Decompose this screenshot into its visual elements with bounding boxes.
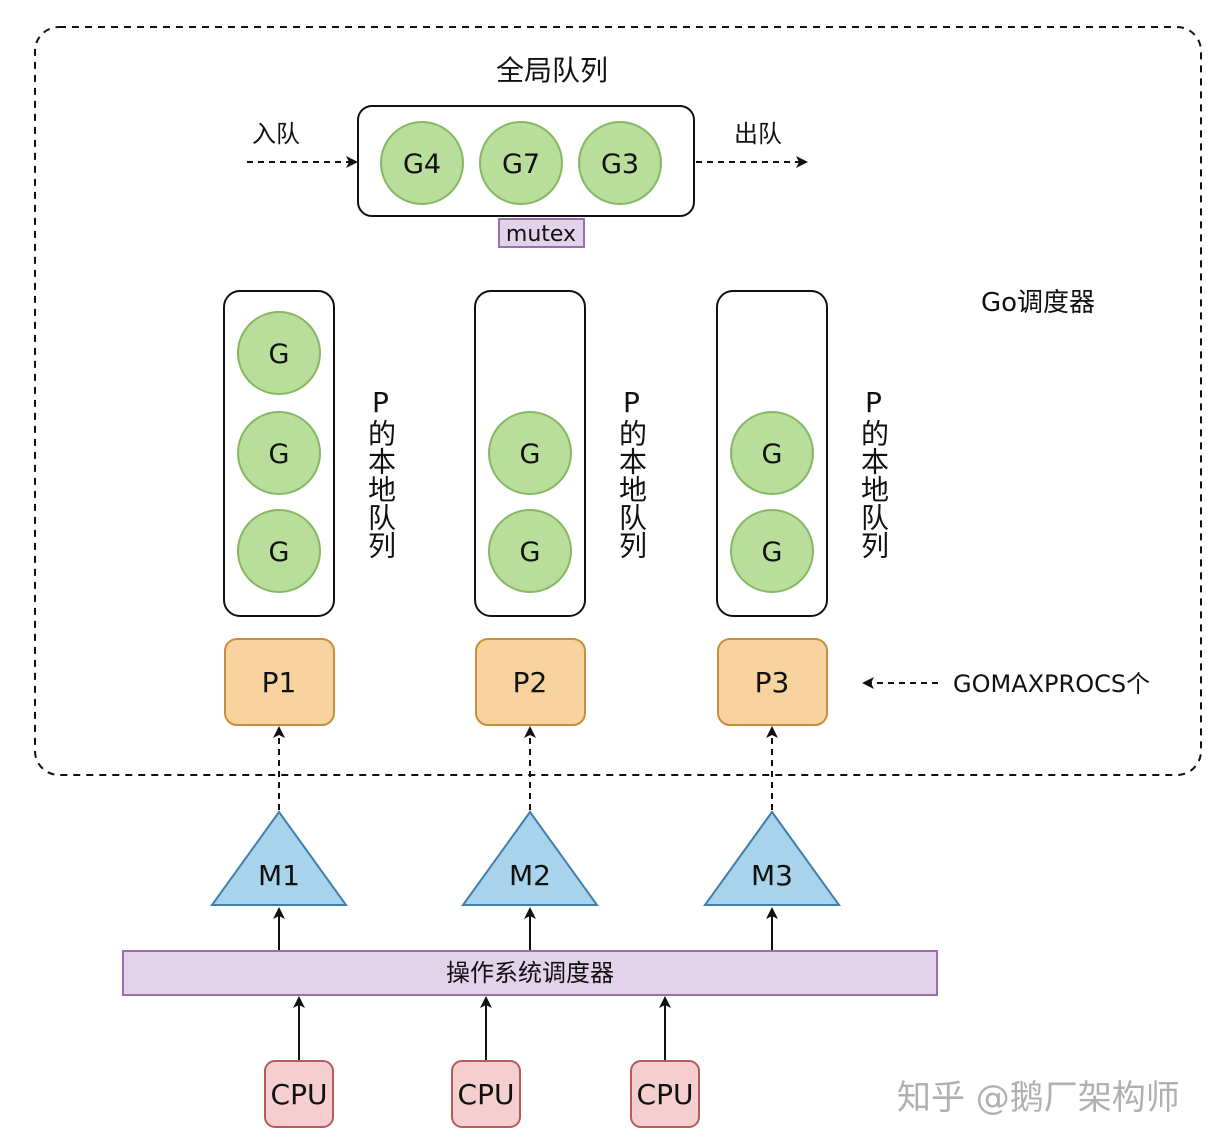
os-scheduler-label: 操作系统调度器 [446, 959, 614, 987]
local-goroutine-1-2-label: G [269, 439, 290, 470]
local-goroutine-2-2 [488, 509, 572, 593]
cpu-1-label: CPU [271, 1078, 328, 1111]
cpu-3 [630, 1060, 700, 1128]
dequeue-label: 出队 [734, 120, 782, 148]
global-goroutine-2 [479, 121, 563, 205]
local-goroutine-3-2-label: G [762, 537, 783, 568]
mutex-box [498, 218, 585, 248]
watermark: 知乎 @鹅厂架构师 [897, 1078, 1180, 1118]
cpu-3-label: CPU [637, 1078, 694, 1111]
global-queue-title: 全局队列 [496, 54, 608, 87]
processor-3 [717, 638, 828, 726]
global-goroutine-3-label: G3 [601, 149, 639, 180]
cpu-2-label: CPU [458, 1078, 515, 1111]
local-goroutine-2-1 [488, 411, 572, 495]
cpu-2 [451, 1060, 521, 1128]
global-goroutine-1 [380, 121, 464, 205]
global-goroutine-3 [578, 121, 662, 205]
processor-1-label: P1 [262, 666, 297, 699]
enqueue-label: 入队 [252, 120, 300, 148]
gomaxprocs-label: GOMAXPROCS个 [953, 670, 1150, 698]
machine-2-label: M2 [509, 859, 551, 892]
go-scheduler-boundary [34, 26, 1202, 776]
cpu-1 [264, 1060, 334, 1128]
local-goroutine-3-2 [730, 509, 814, 593]
local-goroutine-2-1-label: G [520, 439, 541, 470]
local-goroutine-3-1 [730, 411, 814, 495]
global-goroutine-1-label: G4 [403, 149, 441, 180]
machine-2 [461, 810, 599, 906]
machine-1-label: M1 [258, 859, 300, 892]
machine-1 [210, 810, 348, 906]
local-queue-label-3: P的本地队列 [857, 386, 890, 559]
local-goroutine-1-3-label: G [269, 537, 290, 568]
local-goroutine-1-1 [237, 311, 321, 395]
processor-1 [224, 638, 335, 726]
local-goroutine-1-1-label: G [269, 339, 290, 370]
local-goroutine-3-1-label: G [762, 439, 783, 470]
local-goroutine-2-2-label: G [520, 537, 541, 568]
mutex-label: mutex [506, 222, 576, 247]
machine-3-label: M3 [751, 859, 793, 892]
local-queue-label-2: P的本地队列 [615, 386, 648, 559]
local-goroutine-1-3 [237, 509, 321, 593]
machine-3 [703, 810, 841, 906]
local-queue-label-1: P的本地队列 [364, 386, 397, 559]
processor-2 [475, 638, 586, 726]
go-scheduler-label: Go调度器 [981, 288, 1095, 318]
global-goroutine-2-label: G7 [502, 149, 540, 180]
processor-2-label: P2 [513, 666, 548, 699]
os-scheduler-box [122, 950, 938, 996]
processor-3-label: P3 [755, 666, 790, 699]
local-goroutine-1-2 [237, 411, 321, 495]
